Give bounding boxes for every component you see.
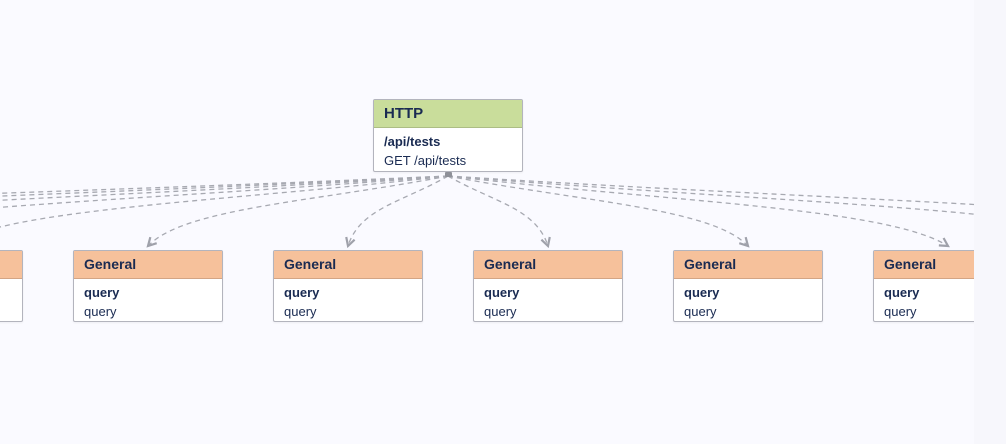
- flow-edge[interactable]: [0, 175, 449, 246]
- general-node[interactable]: General query query: [473, 250, 623, 322]
- general-node[interactable]: General query query: [0, 250, 23, 322]
- general-node-param-name: query: [0, 283, 12, 302]
- general-node-param-name: query: [684, 285, 720, 300]
- general-node-body: query query: [674, 279, 822, 321]
- http-node-body: /api/tests GET /api/tests: [374, 128, 522, 170]
- general-node-title: General: [284, 256, 337, 272]
- http-node-header: HTTP: [374, 100, 522, 128]
- general-node-title: General: [684, 256, 737, 272]
- flow-edge[interactable]: [0, 175, 449, 246]
- general-node[interactable]: General query query: [73, 250, 223, 322]
- general-node-param-value: query: [0, 302, 12, 321]
- general-node[interactable]: General query query: [673, 250, 823, 322]
- general-node[interactable]: General query query: [873, 250, 974, 322]
- flow-edge[interactable]: [0, 175, 449, 246]
- general-node-param-value: query: [684, 304, 717, 319]
- general-node-param-name: query: [484, 285, 520, 300]
- general-node-param-name: query: [84, 285, 120, 300]
- edges-layer: [0, 175, 974, 444]
- flow-edge[interactable]: [0, 175, 449, 246]
- general-node-header: General: [674, 251, 822, 279]
- general-node-param-name: query: [284, 285, 320, 300]
- general-node-header: General: [474, 251, 622, 279]
- general-node-header: General: [74, 251, 222, 279]
- general-node-title: General: [484, 256, 537, 272]
- http-node-path: /api/tests: [384, 134, 441, 149]
- http-node-title: HTTP: [384, 105, 424, 122]
- general-node-header: General: [0, 251, 22, 279]
- general-node-param-value: query: [484, 304, 517, 319]
- http-node-method: GET /api/tests: [384, 153, 467, 168]
- general-node-param-name: query: [884, 285, 920, 300]
- http-node[interactable]: HTTP /api/tests GET /api/tests: [373, 99, 523, 172]
- flow-canvas[interactable]: HTTP /api/tests GET /api/tests General q…: [0, 0, 974, 444]
- general-node-param-value: query: [84, 304, 117, 319]
- flow-edge[interactable]: [447, 175, 748, 246]
- general-node-body: query query: [474, 279, 622, 321]
- general-node-body: query query: [274, 279, 422, 321]
- flow-edge[interactable]: [447, 175, 974, 246]
- general-node-body: query query: [0, 279, 22, 321]
- flow-edge[interactable]: [148, 175, 449, 246]
- flow-edge[interactable]: [447, 175, 548, 246]
- flow-edge[interactable]: [447, 175, 974, 246]
- general-node-param-value: query: [284, 304, 317, 319]
- general-node-param-value: query: [884, 304, 917, 319]
- general-node-title: General: [884, 256, 937, 272]
- general-node-header: General: [274, 251, 422, 279]
- general-node-title: General: [84, 256, 137, 272]
- general-node-body: query query: [874, 279, 974, 321]
- general-node-body: query query: [74, 279, 222, 321]
- canvas-margin: [974, 0, 1006, 444]
- flow-edge[interactable]: [447, 175, 948, 246]
- general-node-header: General: [874, 251, 974, 279]
- flow-edge[interactable]: [0, 175, 449, 246]
- general-node[interactable]: General query query: [273, 250, 423, 322]
- source-handle[interactable]: [444, 172, 452, 177]
- flow-edge[interactable]: [348, 175, 449, 246]
